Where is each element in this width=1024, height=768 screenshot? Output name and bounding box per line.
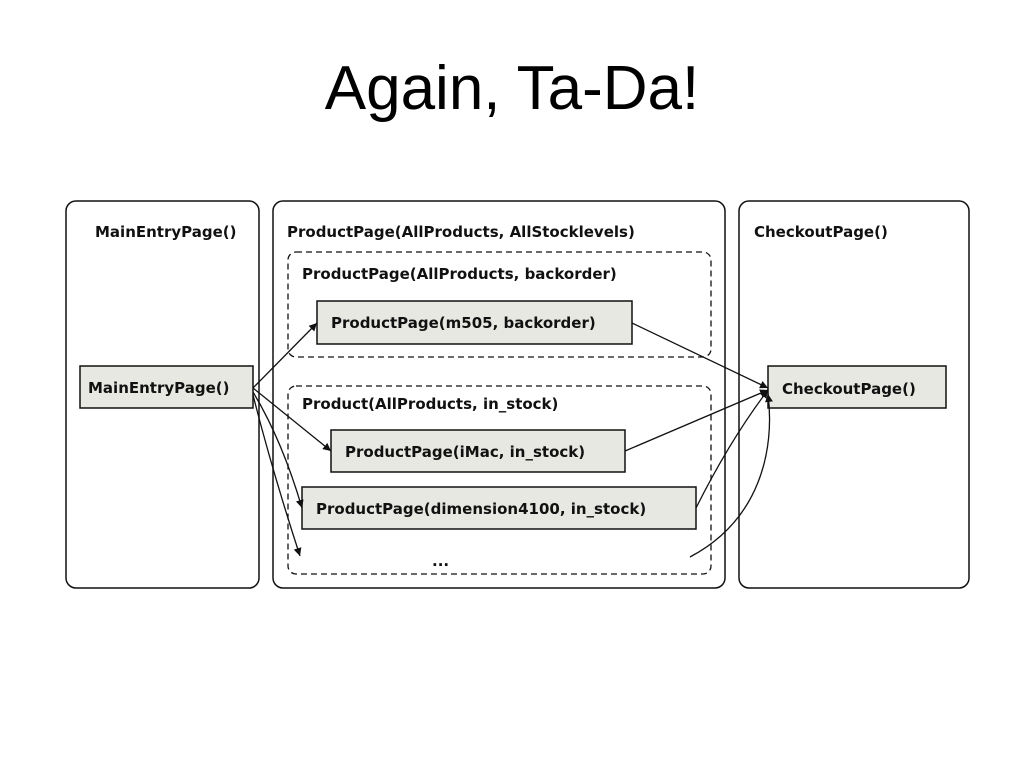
in-stock-group — [287, 385, 712, 575]
main-column-title: MainEntryPage() — [95, 223, 236, 241]
more-products-ellipsis: ... — [432, 552, 449, 570]
arrow-m505-to-checkout — [631, 322, 769, 389]
backorder-group — [287, 251, 712, 358]
main-entry-node-label: MainEntryPage() — [88, 379, 229, 397]
arrow-main-to-m505 — [252, 322, 318, 389]
arrow-main-to-more — [252, 394, 302, 557]
checkout-node — [767, 365, 947, 409]
imac-node-label: ProductPage(iMac, in_stock) — [345, 443, 585, 461]
main-entry-node — [79, 365, 254, 409]
product-column-panel — [272, 200, 726, 589]
checkout-node-label: CheckoutPage() — [782, 380, 916, 398]
arrow-main-to-dimension — [252, 391, 304, 509]
in-stock-group-title: Product(AllProducts, in_stock) — [302, 395, 558, 413]
arrow-dimension-to-checkout — [695, 389, 769, 509]
m505-node-label: ProductPage(m505, backorder) — [331, 314, 596, 332]
arrow-more-to-checkout — [689, 393, 773, 558]
backorder-group-title: ProductPage(AllProducts, backorder) — [302, 265, 617, 283]
arrow-main-to-imac — [252, 387, 332, 452]
slide-title: Again, Ta-Da! — [324, 54, 700, 123]
product-column-title: ProductPage(AllProducts, AllStocklevels) — [287, 223, 635, 241]
dimension-node-label: ProductPage(dimension4100, in_stock) — [316, 500, 646, 518]
main-column-panel — [65, 200, 260, 589]
checkout-column-panel — [738, 200, 970, 589]
m505-node — [316, 300, 633, 345]
arrow-imac-to-checkout — [624, 389, 769, 452]
checkout-column-title: CheckoutPage() — [754, 223, 888, 241]
